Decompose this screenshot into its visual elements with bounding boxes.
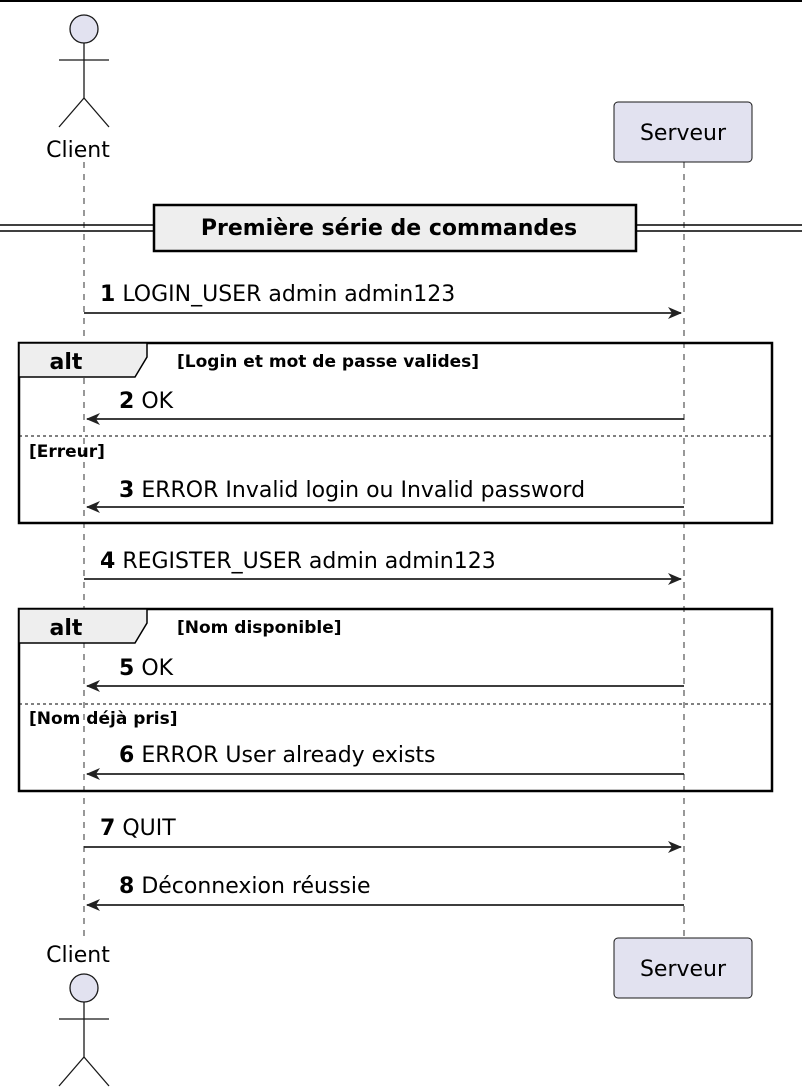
server-box-bottom (613, 937, 753, 999)
message-label: 8 Déconnexion réussie (119, 874, 371, 899)
alt-frame (17, 341, 774, 525)
message-label: 6 ERROR User already exists (119, 743, 436, 768)
section-divider: Première série de commandes (0, 203, 802, 253)
divider-box (152, 203, 638, 253)
actor-icon (58, 973, 110, 1087)
alt-condition: [Login et mot de passe valides] (177, 352, 479, 372)
alt-keyword: alt (50, 616, 83, 641)
else-condition: [Nom déjà pris] (29, 709, 178, 729)
message-label: 3 ERROR Invalid login ou Invalid passwor… (119, 478, 585, 503)
message-label: 5 OK (119, 656, 174, 681)
message-label: 4 REGISTER_USER admin admin123 (100, 549, 496, 574)
client-actor-top[interactable]: Client (46, 14, 110, 163)
server-label-top: Serveur (640, 121, 727, 146)
message-4[interactable]: 4 REGISTER_USER admin admin123 (84, 549, 682, 585)
alt-fragment-login: alt [Login et mot de passe valides] [Err… (17, 341, 774, 525)
alt-fragment-register: alt [Nom disponible] [Nom déjà pris] (17, 607, 774, 793)
server-box-top (613, 101, 753, 163)
message-label: 1 LOGIN_USER admin admin123 (100, 282, 455, 307)
message-8[interactable]: 8 Déconnexion réussie (86, 874, 684, 911)
message-3[interactable]: 3 ERROR Invalid login ou Invalid passwor… (86, 478, 684, 513)
alt-condition: [Nom disponible] (177, 618, 342, 638)
client-actor-bottom[interactable]: Client (46, 943, 110, 1087)
message-label: 7 QUIT (100, 816, 176, 841)
alt-frame (17, 607, 774, 793)
alt-tab (18, 608, 148, 644)
message-2[interactable]: 2 OK (86, 389, 684, 425)
actor-icon (58, 14, 110, 128)
divider-label: Première série de commandes (201, 216, 577, 241)
alt-tab (18, 342, 148, 378)
client-label-bottom: Client (46, 943, 110, 968)
client-label-top: Client (46, 138, 110, 163)
message-1[interactable]: 1 LOGIN_USER admin admin123 (84, 282, 682, 319)
server-label-bottom: Serveur (640, 957, 727, 982)
message-5[interactable]: 5 OK (86, 656, 684, 692)
server-participant-bottom[interactable]: Serveur (613, 937, 753, 999)
else-condition: [Erreur] (29, 442, 105, 462)
server-participant-top[interactable]: Serveur (613, 101, 753, 163)
message-label: 2 OK (119, 389, 174, 414)
message-6[interactable]: 6 ERROR User already exists (86, 743, 684, 780)
message-7[interactable]: 7 QUIT (84, 816, 682, 853)
alt-keyword: alt (50, 350, 83, 375)
